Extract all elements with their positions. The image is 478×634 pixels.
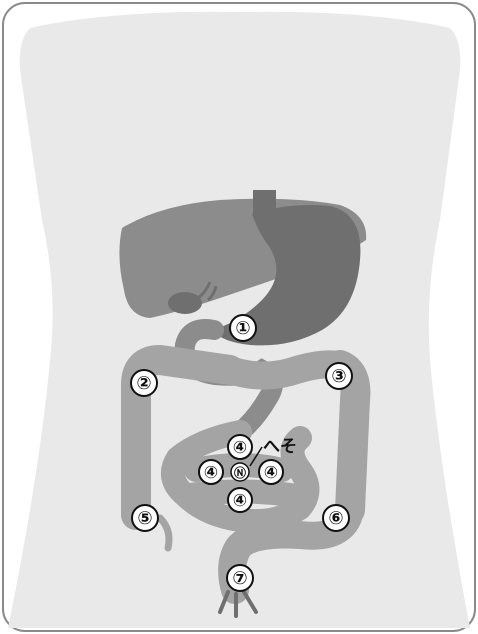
marker-1: ① [230,315,256,341]
marker-7: ⑦ [227,565,253,591]
marker-6: ⑥ [323,505,349,531]
svg-text:⑦: ⑦ [232,568,247,589]
svg-text:Ⓝ: Ⓝ [234,465,246,480]
svg-text:⑤: ⑤ [137,508,152,529]
marker-4-bottom: ④ [228,488,252,512]
svg-text:④: ④ [233,438,247,458]
marker-5: ⑤ [132,505,158,531]
svg-text:⑥: ⑥ [328,508,343,529]
svg-text:①: ① [235,318,250,339]
svg-text:④: ④ [233,491,247,511]
navel-label: へそ [263,437,297,457]
svg-text:②: ② [136,373,151,394]
transverse-colon [230,364,340,375]
marker-4-left: ④ [199,460,223,484]
svg-text:④: ④ [264,463,278,483]
gallbladder [168,292,202,314]
marker-3: ③ [326,363,352,389]
marker-navel: Ⓝ [231,463,249,481]
marker-4-top: ④ [228,435,252,459]
marker-2: ② [131,370,157,396]
marker-4-right: ④ [259,460,283,484]
svg-text:③: ③ [331,366,346,387]
svg-text:④: ④ [204,463,218,483]
